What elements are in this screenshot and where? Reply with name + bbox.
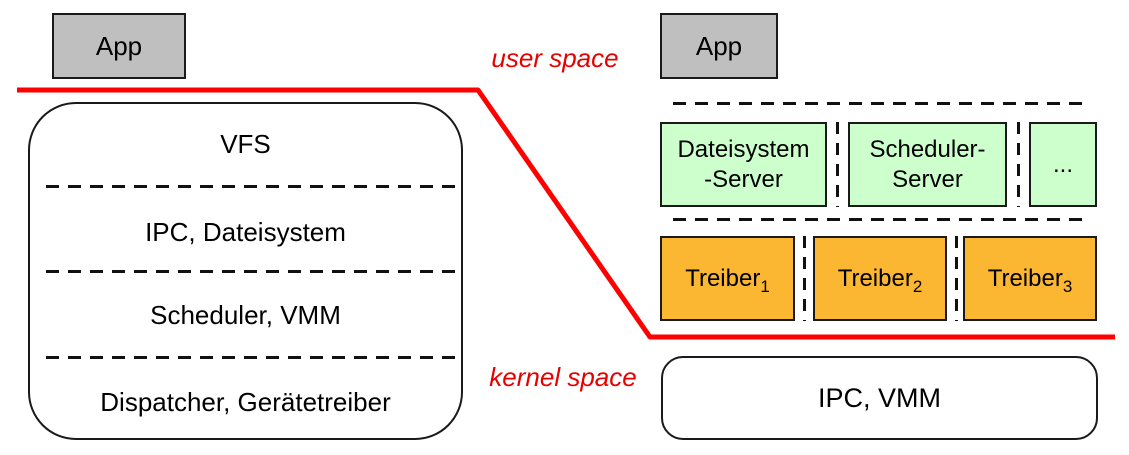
monolithic-kernel-box: VFS IPC, Dateisystem Scheduler, VMM Disp…: [28, 102, 463, 440]
microkernel-ipc-vmm-box: IPC, VMM: [661, 356, 1098, 440]
app-label-right: App: [695, 30, 743, 61]
user-space-label: user space: [491, 43, 619, 73]
kernel-space-label: kernel space: [489, 362, 637, 392]
treiber2-label: Treiber2: [837, 264, 923, 296]
server-divider-1: [836, 122, 839, 207]
app-box-left: App: [52, 13, 186, 79]
layer-scheduler-vmm: Scheduler, VMM: [150, 300, 341, 330]
driver-divider-1: [803, 236, 806, 321]
scheduler-server-box: Scheduler- Server: [848, 122, 1007, 207]
layer-vfs: VFS: [220, 129, 271, 159]
server-row-top-divider: [673, 102, 1088, 105]
dateisystem-server-label: Dateisystem -Server: [677, 135, 810, 193]
more-servers-box: ...: [1029, 122, 1097, 207]
layer-divider-1: [46, 185, 460, 188]
treiber1-box: Treiber1: [660, 236, 795, 321]
server-divider-2: [1017, 122, 1020, 207]
treiber1-label: Treiber1: [685, 264, 770, 296]
scheduler-server-label: Scheduler- Server: [869, 135, 986, 193]
layer-dispatcher-geraetetreiber: Dispatcher, Gerätetreiber: [100, 387, 391, 417]
treiber2-box: Treiber2: [813, 236, 947, 321]
treiber3-box: Treiber3: [963, 236, 1097, 321]
app-label-left: App: [95, 30, 143, 61]
layer-divider-2: [46, 270, 460, 273]
layer-ipc-dateisystem: IPC, Dateisystem: [145, 217, 346, 247]
dateisystem-server-box: Dateisystem -Server: [660, 122, 827, 207]
server-row-bottom-divider: [673, 218, 1088, 221]
ipc-vmm-label: IPC, VMM: [817, 382, 941, 413]
layer-divider-3: [46, 356, 460, 359]
app-box-right: App: [660, 13, 778, 79]
driver-divider-2: [955, 236, 958, 321]
more-servers-label: ...: [1052, 150, 1073, 178]
treiber3-label: Treiber3: [987, 264, 1073, 296]
